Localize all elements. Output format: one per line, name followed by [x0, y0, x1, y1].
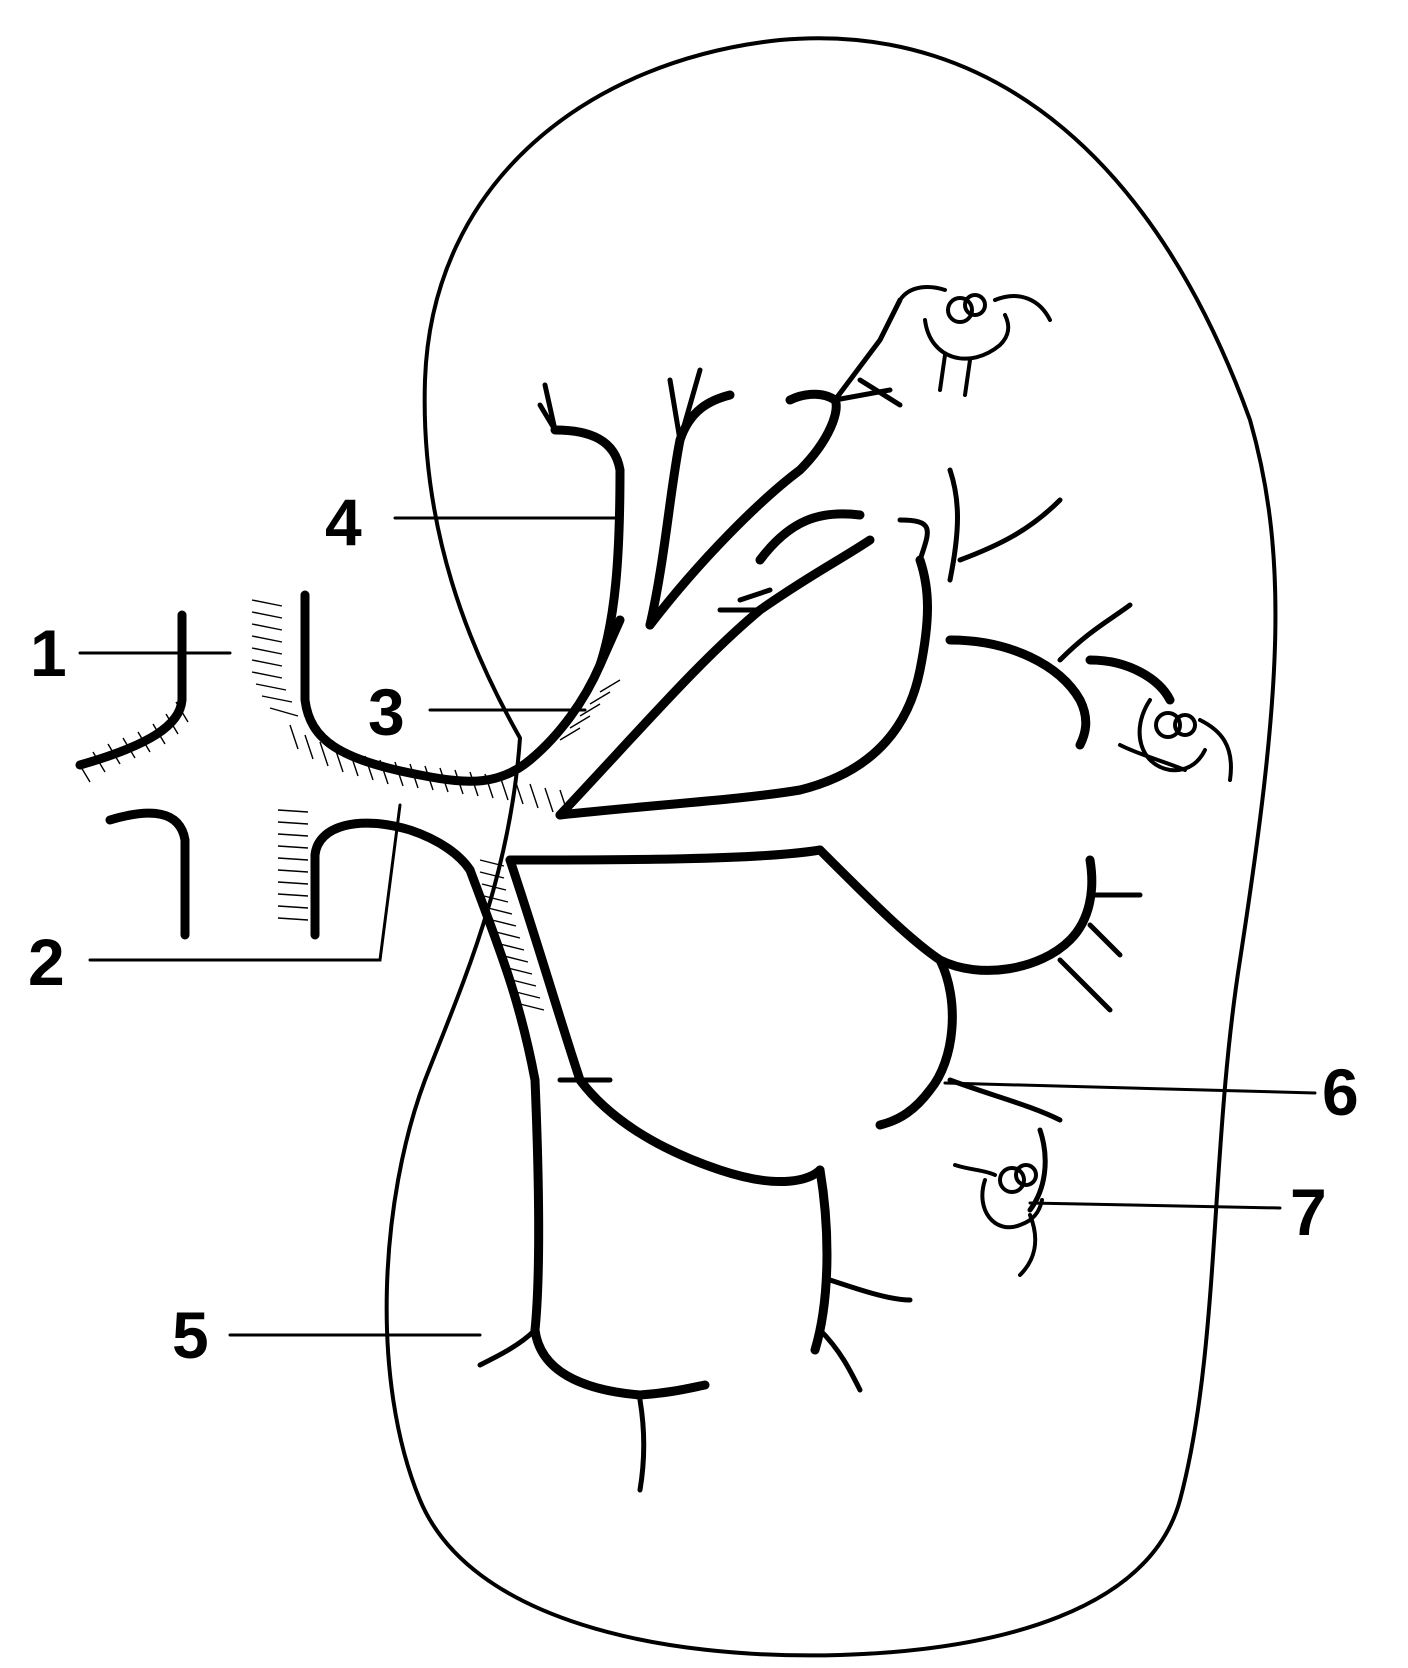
- arcuate-artery-upper-2: [832, 297, 903, 408]
- leader-line-7: [1028, 1201, 1282, 1210]
- arcuate-artery-mid-5: [1057, 892, 1143, 1013]
- arcuate-artery-upper-1: [645, 389, 841, 630]
- lower-trunk-outer: [465, 865, 544, 1335]
- interlobular-artery-lower-5: [477, 1327, 538, 1368]
- arcuate-artery-mid-3: [1085, 655, 1175, 705]
- lower-trunk-inner: [505, 855, 825, 1186]
- leader-line-2: [88, 803, 402, 962]
- interlobular-artery-lower-4: [530, 1325, 710, 1400]
- interlobular-artery-lower-1: [810, 1165, 832, 1355]
- middle-trunk-upper: [555, 555, 932, 820]
- label-4: 4: [325, 485, 362, 559]
- upper-trunk: [555, 535, 875, 820]
- interlobar-twig-b: [667, 367, 703, 443]
- kidney-outline: [384, 36, 1278, 1658]
- arcuate-artery-mid-6: [875, 955, 957, 1130]
- label-6: 6: [1322, 1055, 1359, 1129]
- arcuate-artery-upper-5: [897, 517, 930, 563]
- leader-line-6: [943, 1081, 1317, 1095]
- arcuate-artery-upper-6: [947, 467, 960, 583]
- interlobular-artery-lower-2: [827, 1277, 913, 1303]
- renal-artery-upper-wall: [300, 590, 625, 786]
- interlobular-artery-lower-6: [637, 1397, 647, 1493]
- arcuate-artery-mid-2: [1057, 602, 1133, 663]
- label-7: 7: [1290, 1175, 1327, 1249]
- arcuate-artery-mid-1: [945, 635, 1091, 750]
- arcuate-artery-mid-4: [815, 845, 1097, 975]
- label-2: 2: [28, 925, 65, 999]
- label-3: 3: [368, 675, 405, 749]
- label-5: 5: [172, 1298, 209, 1372]
- glomerulus-lower: [953, 1163, 1044, 1277]
- arcuate-artery-upper-7: [957, 497, 1063, 563]
- glomerulus-top: [898, 285, 1052, 397]
- renal-artery-lower-wall: [310, 818, 475, 940]
- aorta-upper: [75, 610, 187, 770]
- interlobar-artery-a: [550, 425, 625, 670]
- arcuate-artery-upper-4: [755, 509, 865, 565]
- middle-trunk-lower: [505, 845, 825, 865]
- interlobar-twig-a: [537, 382, 558, 433]
- interlobar-artery-b: [645, 390, 735, 630]
- label-1: 1: [30, 616, 67, 690]
- glomerulus-middle: [1118, 698, 1233, 782]
- arcuate-artery-upper-3: [717, 587, 773, 613]
- aorta-lower: [105, 808, 190, 940]
- interlobular-artery-lower-3: [817, 1327, 863, 1393]
